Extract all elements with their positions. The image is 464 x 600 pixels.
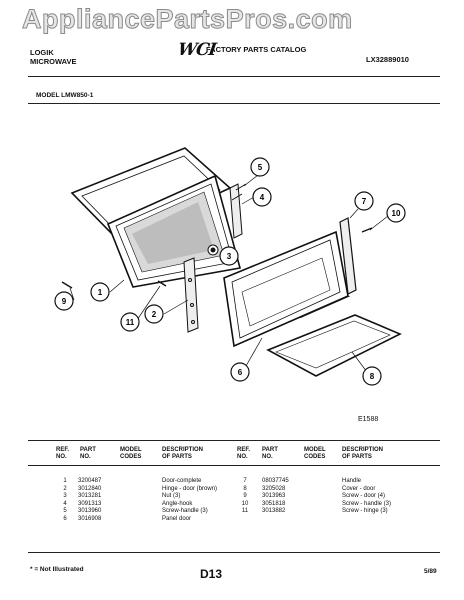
header-ref-no: REF.NO.: [56, 447, 70, 460]
table-row: 3016908: [78, 515, 102, 522]
footer-rule: [28, 552, 440, 553]
callout-circle-8: [362, 366, 382, 386]
angle-hook-part: [229, 183, 243, 239]
watermark: AppliancePartsPros.com: [22, 4, 353, 35]
callout-2: 2: [152, 310, 157, 319]
table-row: Screw - door (4): [342, 493, 386, 500]
table-row: 3091313: [78, 500, 102, 507]
callout-circle-2: [144, 304, 164, 324]
callout-8: 8: [370, 372, 375, 381]
table-row: 3200487: [78, 478, 102, 484]
table-row: Screw - hinge (3): [342, 508, 388, 515]
table-row: 3013882: [262, 508, 286, 515]
table-row: 11: [241, 508, 249, 515]
table-row: 9: [243, 493, 247, 500]
model-rule: [28, 103, 440, 104]
catalog-date: 5/89: [424, 568, 437, 575]
table-row: 1: [63, 478, 67, 484]
callout-11: 11: [126, 318, 135, 327]
table-row: 2: [63, 485, 67, 492]
table-row: Cover - door: [342, 485, 376, 492]
callout-circle-6: [230, 362, 250, 382]
table-top-rule: [28, 440, 440, 441]
brand-block: LOGIK MICROWAVE: [30, 48, 77, 66]
exploded-parts-diagram: 1 2 3 4 5 6 7 8 9 10 11: [54, 147, 406, 386]
table-row: Screw-handle (3): [162, 508, 208, 515]
header-ref-no-right: REF.NO.: [237, 447, 251, 460]
callout-circle-5: [250, 157, 270, 177]
model-label: MODEL LMW850-1: [36, 92, 94, 99]
table-row: Screw - handle (3): [342, 500, 392, 507]
callout-circle-9: [54, 291, 74, 311]
table-row: Handle: [342, 478, 362, 484]
right-desc-column: Handle Cover - door Screw - door (4) Scr…: [342, 478, 391, 516]
footnote: * = Not Illustrated: [30, 566, 84, 573]
brand-name: LOGIK: [30, 48, 54, 57]
callouts: 1 2 3 4 5 6 7 8 9 10 11: [54, 157, 406, 386]
product-name: MICROWAVE: [30, 57, 77, 66]
left-part-column: 3200487 3012840 3013281 3091313 3013960 …: [78, 478, 101, 524]
right-part-column: 08037745 3205028 3013963 3051818 3013882: [262, 478, 289, 516]
handle-part: [339, 217, 357, 295]
table-row: 3051818: [262, 500, 286, 507]
table-row: Angle-hook: [162, 500, 193, 507]
header-rule: [28, 76, 440, 77]
callout-1: 1: [98, 288, 103, 297]
callout-7: 7: [362, 197, 367, 206]
hinge-plate: [183, 257, 199, 333]
callout-circle-4: [252, 187, 272, 207]
panel-door: [223, 230, 349, 348]
table-row: 08037745: [262, 478, 289, 484]
table-row: Hinge - door (brown): [162, 485, 218, 492]
cover-door: [266, 314, 402, 377]
callout-5: 5: [258, 163, 263, 172]
callout-circle-10: [386, 203, 406, 223]
table-row: 3013281: [78, 493, 102, 500]
callout-10: 10: [392, 209, 401, 218]
callout-3: 3: [227, 252, 232, 261]
table-row: 6: [63, 515, 67, 522]
left-ref-column: 1 2 3 4 5 6: [60, 478, 70, 524]
table-row: 3012840: [78, 485, 102, 492]
callout-9: 9: [62, 297, 67, 306]
table-row: 7: [243, 478, 247, 484]
right-ref-column: 7 8 9 10 11: [238, 478, 252, 516]
table-row: Panel door: [162, 515, 192, 522]
left-desc-column: Door-complete Hinge - door (brown) Nut (…: [162, 478, 217, 524]
table-row: 3013960: [78, 508, 102, 515]
callout-circle-1: [90, 282, 110, 302]
table-row: Nut (3): [162, 493, 181, 500]
table-header-rule: [28, 465, 440, 466]
table-row: 3: [63, 493, 67, 500]
table-row: 3013963: [262, 493, 286, 500]
catalog-number: LX32889010: [366, 55, 409, 64]
table-row: Door-complete: [162, 478, 202, 484]
callout-circle-11: [120, 312, 140, 332]
callout-circle-7: [354, 191, 374, 211]
table-row: 3205028: [262, 485, 286, 492]
table-row: 10: [241, 500, 249, 507]
catalog-title: FACTORY PARTS CATALOG: [206, 45, 307, 54]
table-row: 8: [243, 485, 247, 492]
table-row: 5: [63, 508, 67, 515]
callout-4: 4: [260, 193, 265, 202]
figure-ref: E1588: [358, 416, 379, 423]
table-row: 4: [63, 500, 67, 507]
callout-circle-3: [219, 246, 239, 266]
callout-6: 6: [238, 368, 243, 377]
page-number: D13: [200, 567, 223, 581]
